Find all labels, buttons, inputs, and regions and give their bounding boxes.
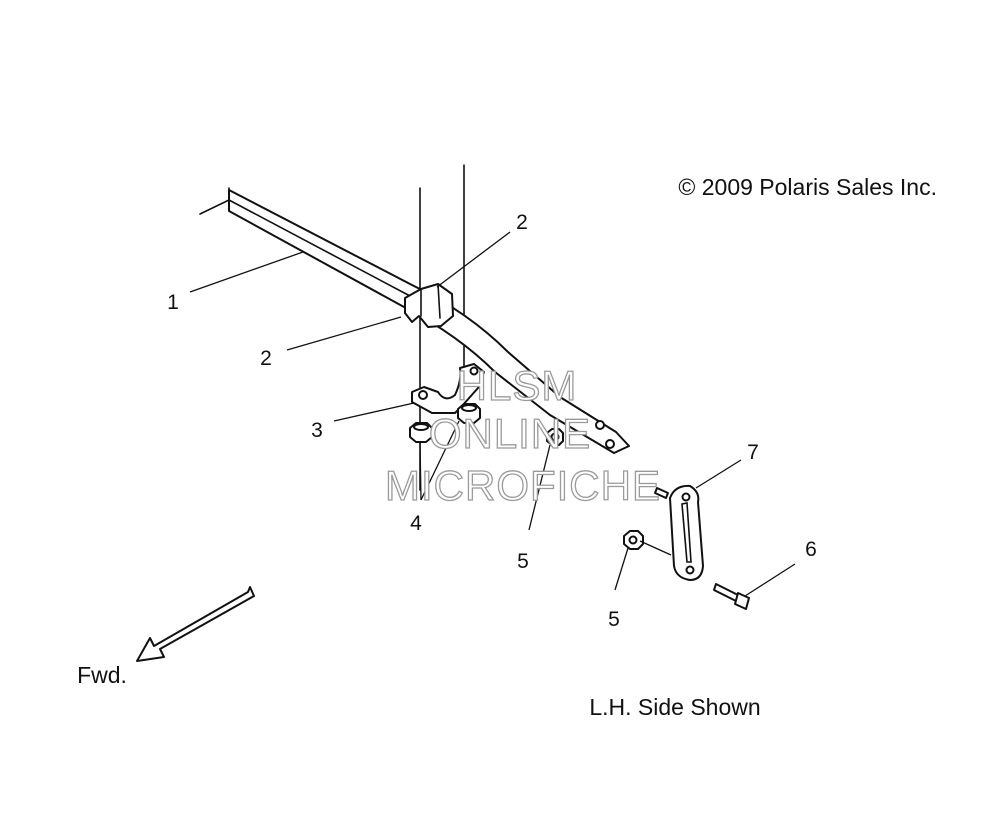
flange-nuts [409, 403, 481, 443]
end-link [669, 484, 704, 581]
copyright-notice: © 2009 Polaris Sales Inc. [678, 174, 937, 200]
callout-3: 3 [311, 419, 323, 442]
callout-1: 1 [167, 291, 179, 314]
link-pin-tip [654, 487, 669, 499]
forward-arrow [136, 586, 255, 662]
callout-5-bar: 5 [517, 550, 529, 573]
bolt [713, 583, 750, 610]
callout-2-upper: 2 [516, 211, 528, 234]
watermark-line-3: MICROFICHE [385, 462, 661, 509]
watermark-line-2: ONLINE [429, 410, 591, 457]
watermark-line-1: HLSM [457, 362, 578, 409]
nut-on-bar [546, 428, 564, 446]
callout-6: 6 [805, 538, 817, 561]
bushing-bracket [411, 363, 485, 414]
view-note: L.H. Side Shown [589, 694, 760, 720]
leader-lines [189, 231, 796, 597]
callout-7: 7 [747, 441, 759, 464]
callout-5-lower: 5 [608, 608, 620, 631]
callout-2-lower: 2 [260, 347, 272, 370]
lower-nut [623, 530, 644, 550]
bushing [404, 283, 454, 328]
watermark: HLSM ONLINE MICROFICHE [384, 361, 661, 509]
callout-4: 4 [410, 512, 422, 535]
forward-label: Fwd. [77, 662, 127, 688]
